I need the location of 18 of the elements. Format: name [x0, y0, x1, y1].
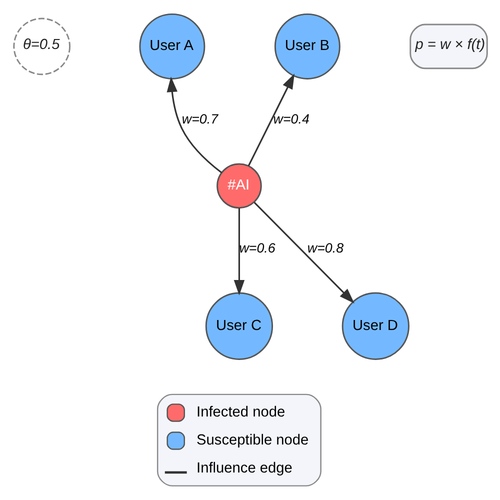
edge-label: w=0.4	[272, 112, 309, 127]
arrow	[166, 76, 222, 174]
node-circle: θ=0.5	[12, 18, 70, 76]
node-circle: User D	[341, 292, 409, 360]
edge-label: w=0.7	[181, 112, 218, 127]
legend-label: Infected node	[196, 404, 285, 421]
arrow	[233, 208, 244, 296]
edge-label: w=0.6	[238, 240, 275, 256]
node-circle: User C	[204, 292, 273, 360]
arrow	[247, 74, 294, 166]
legend-label: Susceptible node	[196, 432, 308, 449]
node-circle: User A	[138, 13, 205, 80]
node-circle: #AI	[216, 163, 262, 209]
node-box: p = w × f(t)	[409, 24, 488, 70]
arrow	[253, 202, 354, 304]
edge-label: w=0.8	[306, 240, 344, 256]
legend-label: Influence edge	[196, 460, 292, 477]
node-circle: User B	[274, 13, 340, 80]
